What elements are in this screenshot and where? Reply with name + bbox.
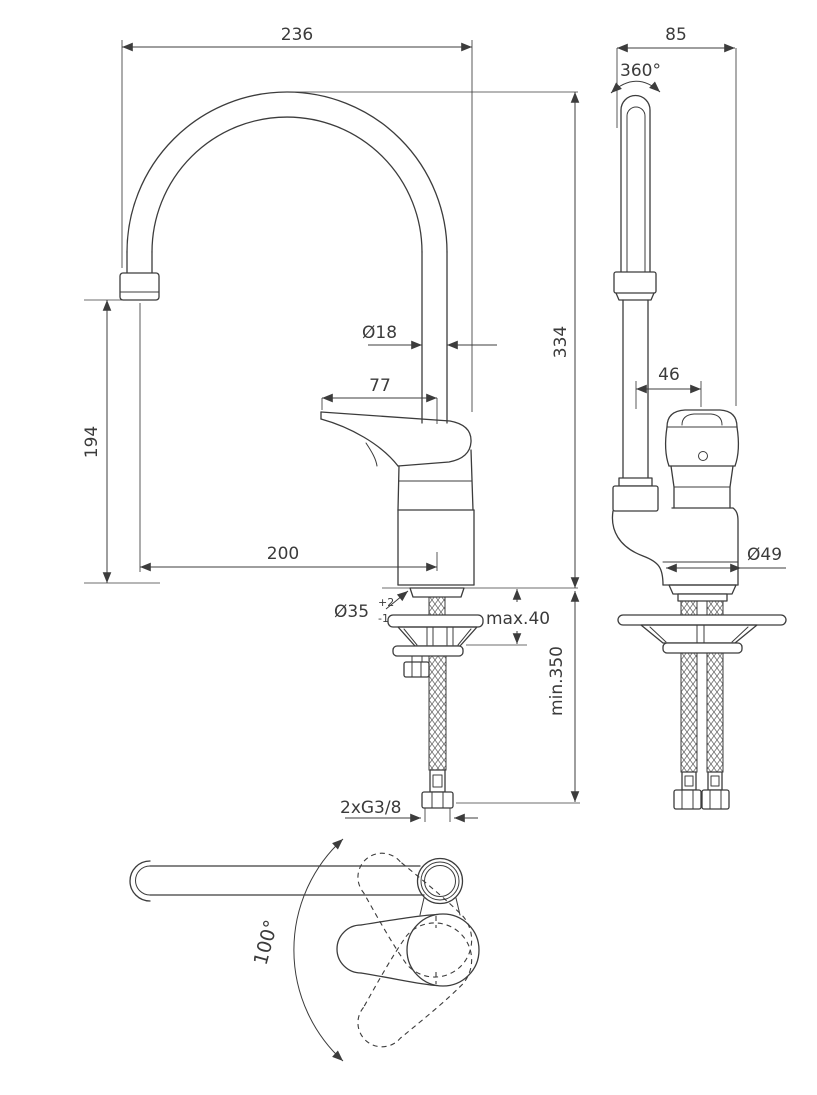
dim-label-spout-height: 334	[551, 326, 571, 358]
dim-hole-diameter: Ø35 +2 -1	[334, 590, 409, 625]
dim-body-depth: 85	[616, 25, 737, 406]
side-view	[611, 94, 787, 810]
mounting-hardware-side	[617, 584, 787, 810]
spout-tube-side	[612, 94, 659, 512]
top-view	[129, 852, 480, 1048]
dim-label-spout-reach: 236	[281, 25, 313, 45]
dim-deck-thickness: max.40	[466, 589, 550, 646]
dim-label-lever-reach: 77	[369, 376, 391, 396]
dim-label-handle-swing: 100°	[250, 917, 283, 967]
dim-swivel-angle: 360°	[610, 61, 661, 94]
dim-outlet-to-axis: 200	[139, 303, 437, 572]
body-front	[397, 449, 475, 586]
dim-hose-length: min.350	[456, 591, 580, 804]
base-flange	[409, 587, 465, 598]
hose-end-fitting	[421, 769, 454, 809]
dim-base-diameter: Ø49	[666, 545, 786, 573]
dim-label-outlet-height: 194	[82, 426, 102, 458]
dim-label-deck-thickness: max.40	[486, 609, 550, 629]
dim-label-hole-tol-minus: -1	[378, 612, 389, 625]
dim-lever-reach: 77	[321, 376, 438, 424]
dim-label-outlet-to-axis: 200	[267, 544, 299, 564]
spout-collar-step	[618, 477, 653, 487]
braided-hose-2	[706, 652, 724, 773]
handle-ghost-down	[357, 852, 473, 978]
swivel-collar-top	[416, 857, 464, 916]
clamping-bracket-side	[640, 624, 758, 644]
handle-ghost-up	[357, 922, 473, 1048]
mounting-nut	[403, 661, 430, 678]
clamp-plate-side	[662, 642, 743, 654]
dim-spout-reach: 236	[121, 25, 473, 412]
dim-outlet-height: 194	[82, 299, 160, 584]
dim-label-body-depth: 85	[665, 25, 687, 45]
dim-label-hose-connection: 2xG3/8	[340, 798, 401, 818]
handle-dot	[698, 451, 708, 461]
dim-label-base-diameter: Ø49	[747, 545, 782, 565]
handle-top	[336, 913, 480, 987]
spout-gooseneck	[126, 91, 448, 424]
dim-label-swivel-angle: 360°	[620, 61, 661, 81]
dimensions: 236 85 360° 334 Ø18 77	[82, 25, 786, 1062]
dim-hose-connection: 2xG3/8	[340, 798, 478, 823]
front-view	[119, 91, 578, 809]
hose-end-fittings-side	[673, 771, 730, 810]
dim-spout-height: 334	[290, 91, 580, 588]
horseshoe-washer	[387, 614, 484, 628]
dim-label-handle-offset: 46	[658, 365, 680, 385]
dim-label-hole-diameter: Ø35	[334, 602, 369, 622]
clamping-bracket	[397, 626, 478, 647]
dim-label-hose-length: min.350	[547, 646, 567, 716]
aerator-front	[119, 272, 160, 301]
dim-handle-offset: 46	[635, 365, 702, 409]
spout-top	[129, 860, 425, 902]
dim-label-hole-tol-plus: +2	[378, 596, 394, 609]
clamp-plate	[392, 645, 464, 657]
dim-handle-swing: 100°	[250, 838, 344, 1062]
dim-pipe-diameter: Ø18	[362, 323, 497, 350]
braided-hose-1	[680, 652, 698, 773]
horseshoe-washer-side	[617, 614, 787, 626]
mounting-stud	[411, 655, 423, 663]
braided-hose	[428, 655, 447, 771]
handle-side	[665, 409, 739, 467]
spout-collar	[612, 485, 659, 512]
mounting-hardware-front	[387, 587, 484, 809]
dim-label-pipe-diameter: Ø18	[362, 323, 397, 343]
handle-lever-front	[320, 411, 472, 467]
base-flange-side	[668, 584, 737, 595]
threaded-shank	[428, 596, 446, 616]
